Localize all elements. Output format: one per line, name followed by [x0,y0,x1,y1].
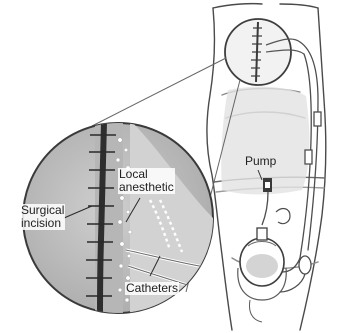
pump-label-text: Pump [245,154,276,168]
surgical-incision-label: Surgical incision [20,204,65,230]
local-anesthetic-line2: anesthetic [119,181,174,194]
pump-device [238,178,290,322]
surgical-incision-line2: incision [21,217,64,230]
catheters-label: Catheters [125,282,179,295]
catheters-label-text: Catheters [126,281,178,295]
zoom-connector-top [92,58,226,126]
pump-label: Pump [245,155,276,168]
upper-detail-circle [225,19,304,85]
local-anesthetic-label: Local anesthetic [118,168,175,194]
